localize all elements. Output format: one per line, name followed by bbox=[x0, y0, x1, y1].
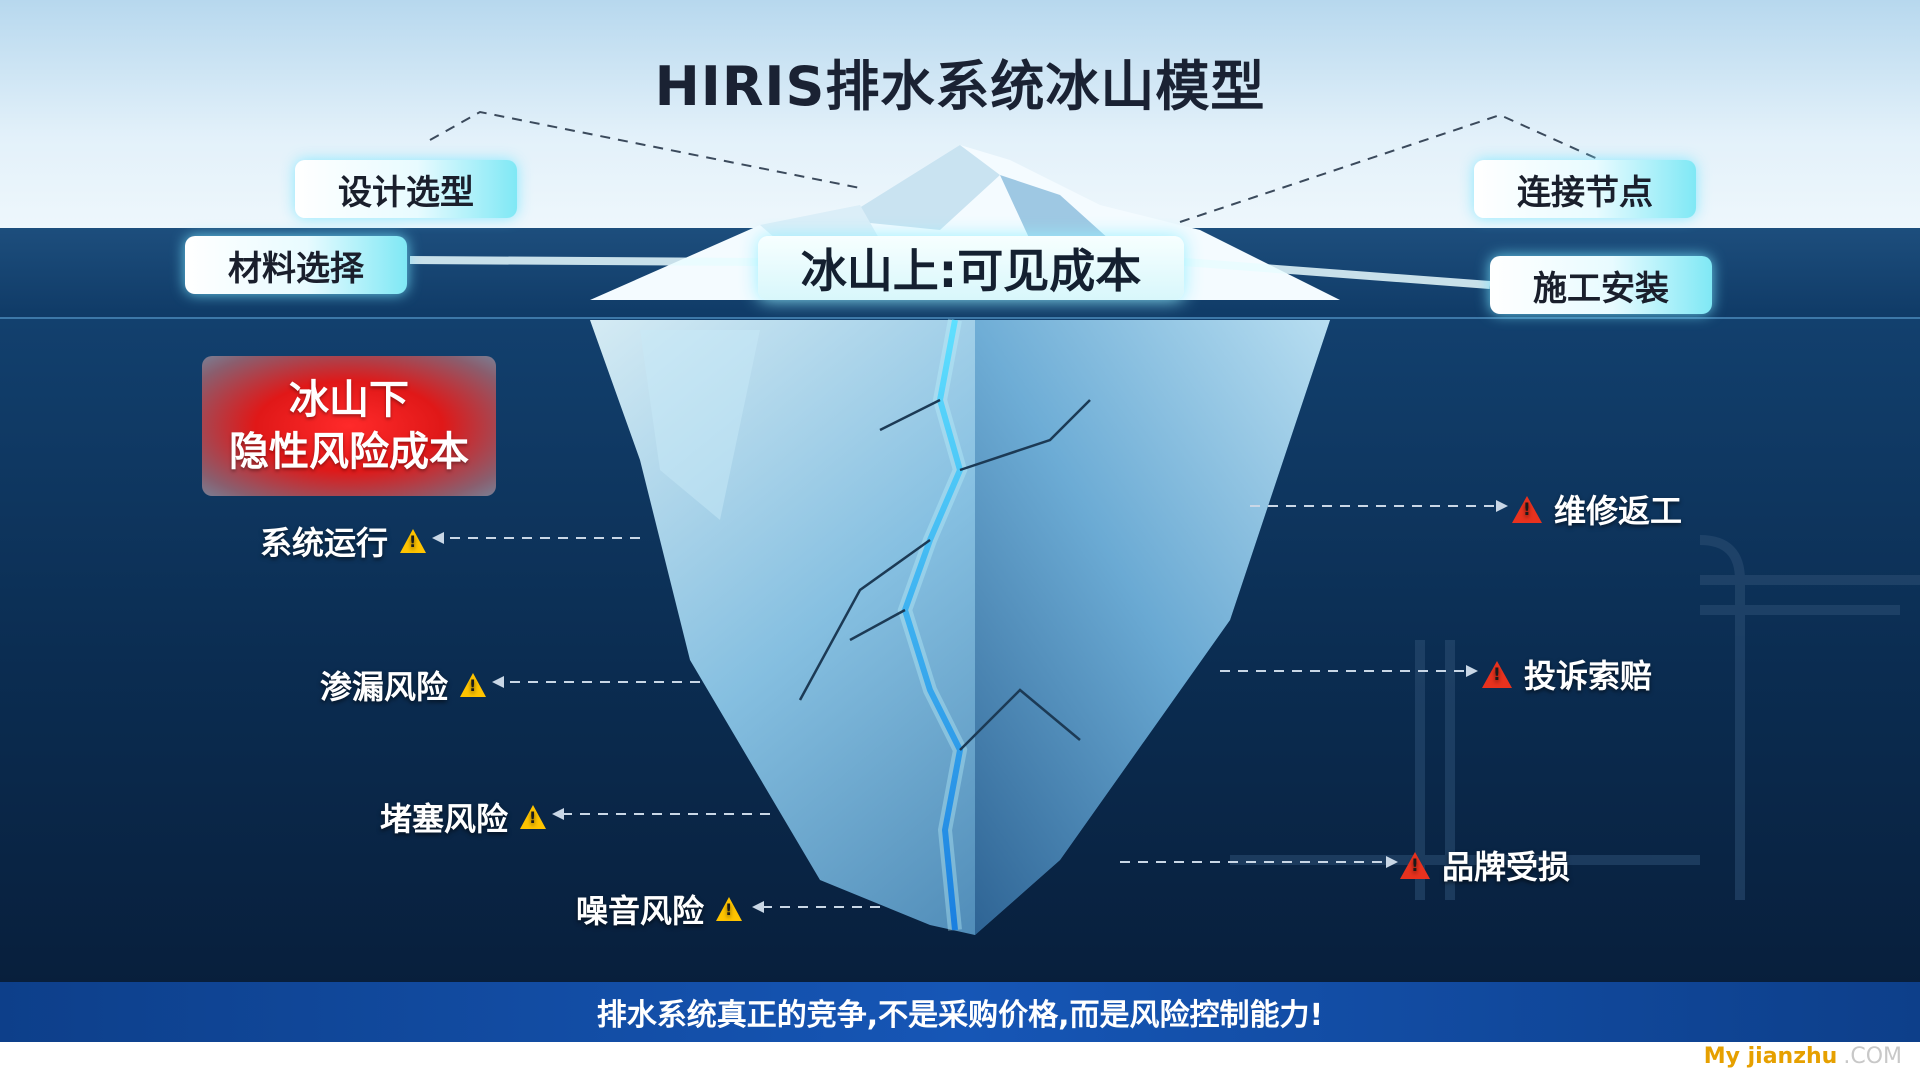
risk-brand-damage: 品牌受损 bbox=[1400, 842, 1570, 888]
hidden-cost-line2: 隐性风险成本 bbox=[229, 429, 469, 475]
risk-leakage: 渗漏风险 bbox=[300, 662, 486, 708]
watermark-brand: My jianzhu bbox=[1703, 1044, 1838, 1069]
risk-label: 系统运行 bbox=[259, 524, 388, 562]
watermark: My jianzhu.COM bbox=[1704, 1044, 1902, 1069]
footer-strip bbox=[0, 1042, 1920, 1079]
slogan-banner: 排水系统真正的竞争,不是采购价格,而是风险控制能力! bbox=[0, 982, 1920, 1042]
warning-red-icon bbox=[1400, 851, 1430, 879]
risk-rework: 维修返工 bbox=[1512, 486, 1682, 532]
risk-label: 品牌受损 bbox=[1442, 848, 1571, 886]
risk-complaint: 投诉索赔 bbox=[1482, 651, 1652, 697]
page-title: HIRIS排水系统冰山模型 bbox=[654, 55, 1266, 118]
risk-noise: 噪音风险 bbox=[556, 886, 742, 932]
risk-label: 渗漏风险 bbox=[319, 668, 448, 706]
above-item-design: 设计选型 bbox=[295, 160, 517, 218]
risk-label: 维修返工 bbox=[1554, 492, 1683, 530]
above-item-material: 材料选择 bbox=[185, 236, 407, 294]
risk-label: 堵塞风险 bbox=[379, 800, 508, 838]
warning-yellow-icon bbox=[716, 897, 742, 921]
visible-cost-label: 冰山上:可见成本 bbox=[758, 236, 1184, 300]
risk-label: 投诉索赔 bbox=[1524, 657, 1653, 695]
hidden-cost-label: 冰山下 隐性风险成本 bbox=[202, 356, 496, 496]
watermark-domain: .COM bbox=[1843, 1044, 1902, 1069]
warning-red-icon bbox=[1512, 495, 1542, 523]
risk-system-operation: 系统运行 bbox=[240, 518, 426, 564]
risk-label: 噪音风险 bbox=[575, 892, 704, 930]
above-item-install: 施工安装 bbox=[1490, 256, 1712, 314]
warning-yellow-icon bbox=[460, 673, 486, 697]
warning-red-icon bbox=[1482, 660, 1512, 688]
warning-yellow-icon bbox=[520, 805, 546, 829]
risk-blockage: 堵塞风险 bbox=[360, 794, 546, 840]
hidden-cost-line1: 冰山下 bbox=[289, 377, 409, 423]
warning-yellow-icon bbox=[400, 529, 426, 553]
above-item-connection: 连接节点 bbox=[1474, 160, 1696, 218]
